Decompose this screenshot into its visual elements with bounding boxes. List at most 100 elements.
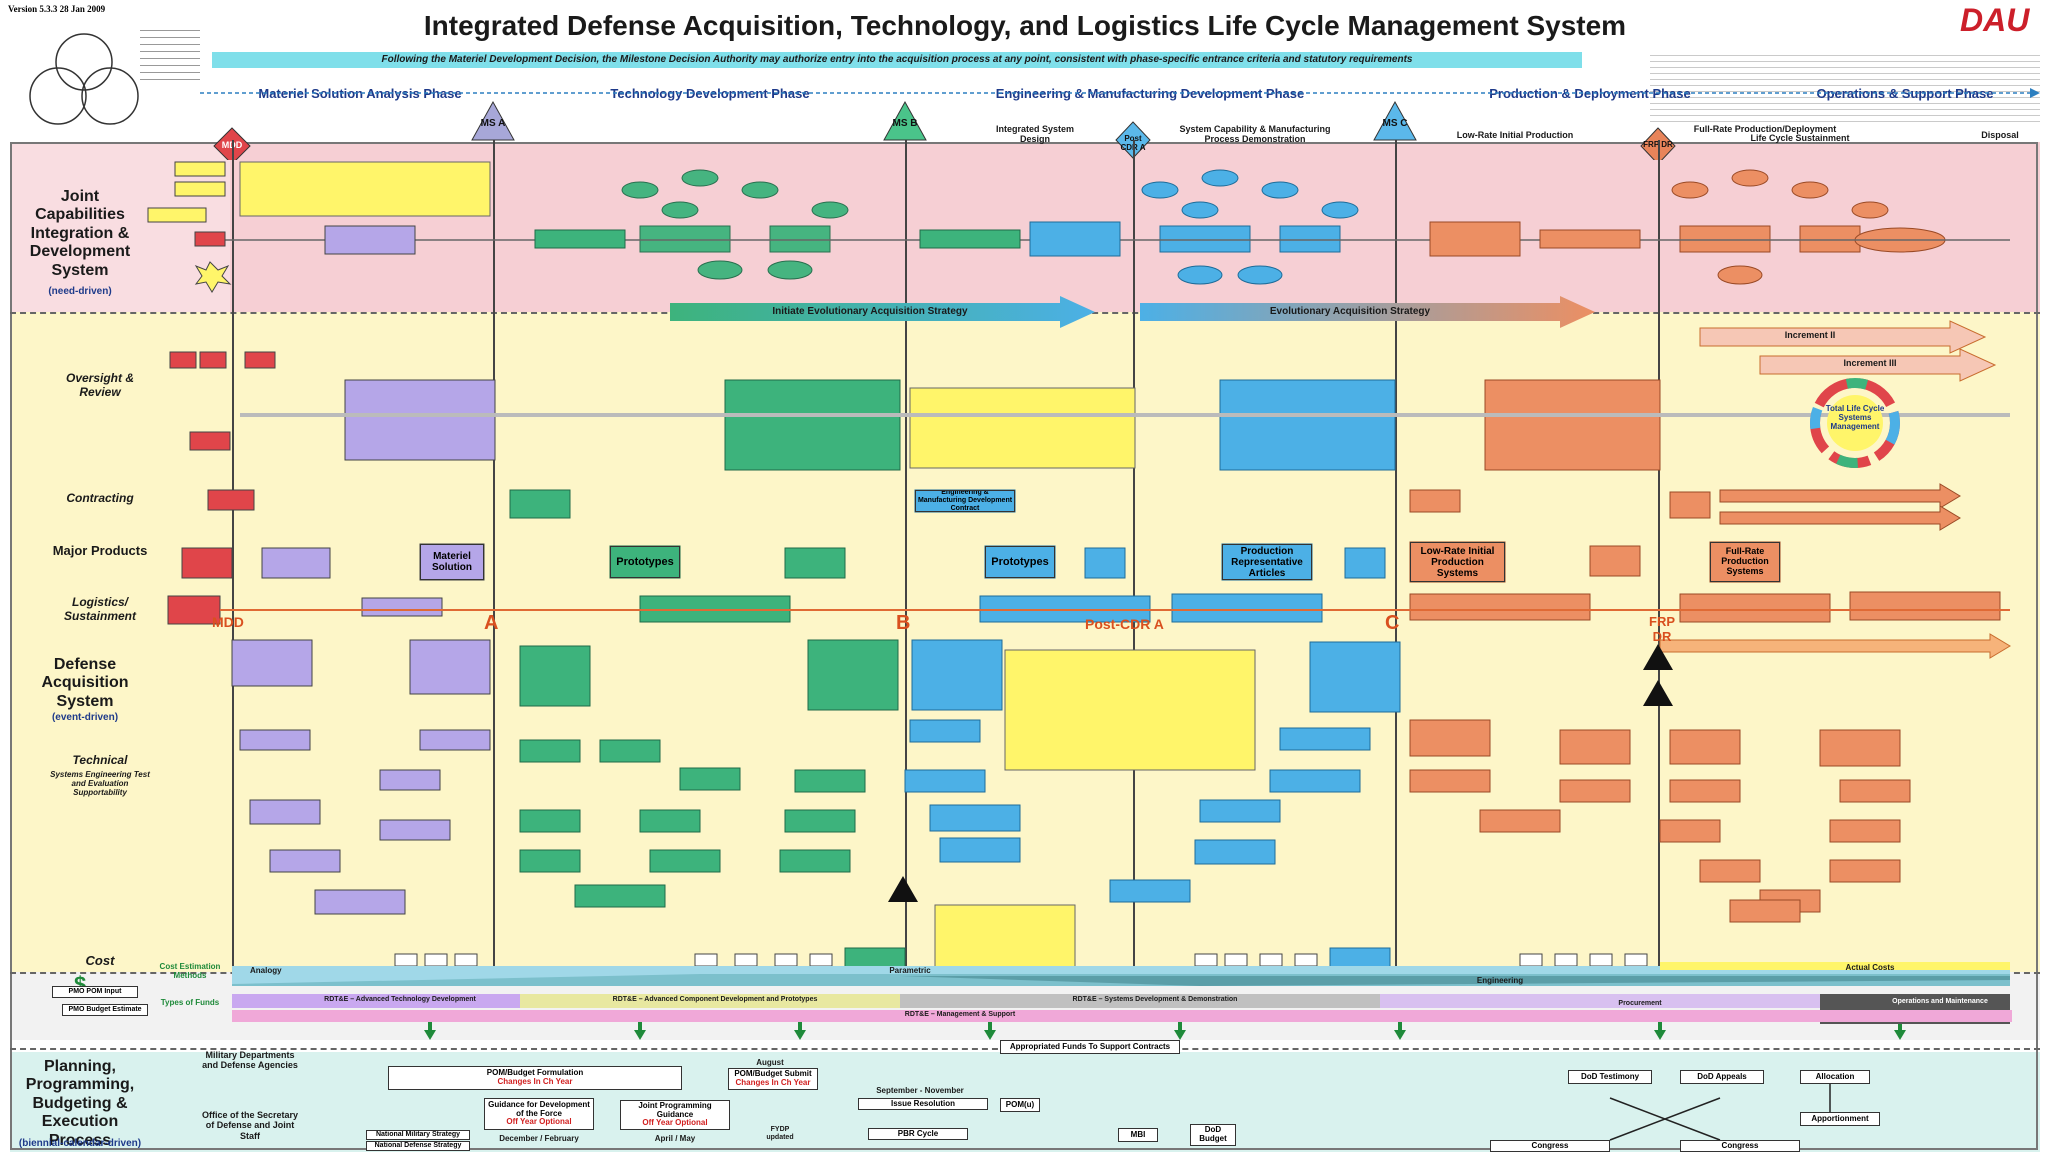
tech-purple-box <box>409 639 491 695</box>
jcids-node <box>661 201 699 219</box>
jcids-box <box>1429 221 1521 257</box>
venn-side-text <box>140 24 200 84</box>
guidance-text: Guidance for Development of the Force <box>488 1099 590 1118</box>
increment-ii-label: Increment II <box>1784 330 1836 340</box>
jcids-node <box>767 260 813 280</box>
pom-changes-text: Changes In Ch Year <box>497 1077 573 1086</box>
jpg-box: Joint Programming Guidance Off Year Opti… <box>620 1100 730 1130</box>
august-label: August <box>756 1058 784 1067</box>
tech-green-box <box>519 849 581 873</box>
venn-diagram <box>29 33 139 125</box>
osd-label: Office of the Secretary of Defense and J… <box>201 1110 299 1141</box>
oversight-red-box <box>189 431 231 451</box>
tech-blue-box <box>904 769 986 793</box>
nds-box: National Defense Strategy <box>366 1141 470 1151</box>
pom-submit-changes-text: Changes In Ch Year <box>735 1078 811 1087</box>
jcids-node <box>811 201 849 219</box>
procurement-band <box>1380 994 1900 1008</box>
sept-nov-label: September - November <box>876 1086 964 1095</box>
venn-circle-ppbe <box>55 33 113 91</box>
oversight-blue-block <box>1219 379 1396 471</box>
pom-submit-text: POM/Budget Submit <box>734 1069 812 1079</box>
contract-arrow <box>1719 505 1961 531</box>
tech-purple-box <box>249 799 321 825</box>
oversight-red-box <box>199 351 227 369</box>
entry-banner: Following the Materiel Development Decis… <box>212 52 1582 68</box>
jpg-off-year-text: Off Year Optional <box>642 1118 708 1128</box>
jcids-node <box>697 260 743 280</box>
apportionment-box: Apportionment <box>1800 1112 1880 1126</box>
jcids-box <box>534 229 626 249</box>
jcids-node <box>1141 181 1179 199</box>
tech-orange-box <box>1829 819 1901 843</box>
tech-green-box <box>779 849 851 873</box>
das-sub-label: (event-driven) <box>51 712 119 723</box>
product-red-box <box>181 547 233 579</box>
major-products-label: Major Products <box>52 543 148 558</box>
tech-blue-box <box>1279 727 1371 751</box>
allocation-box: Allocation <box>1800 1070 1870 1084</box>
tech-green-box <box>794 769 866 793</box>
om-label: Operations and Maintenance <box>1892 998 1988 1005</box>
jcids-yellow-box <box>239 161 491 217</box>
jcids-yellow-box <box>174 161 226 177</box>
fydp-label: FYDP updated <box>766 1126 794 1142</box>
tech-orange-box <box>1829 859 1901 883</box>
tech-orange-box <box>1699 859 1761 883</box>
jcids-box <box>1279 225 1341 253</box>
jcids-node <box>681 169 719 187</box>
appropriated-funds-box: Appropriated Funds To Support Contracts <box>1000 1040 1180 1054</box>
logistics-orange-box <box>1679 593 1831 623</box>
product-green-box <box>784 547 846 579</box>
engineering-band <box>900 976 2010 986</box>
ppbe-sub-label: (biennial-calendar-driven) <box>18 1138 142 1149</box>
tech-green-box <box>807 639 899 711</box>
tech-green-box <box>784 809 856 833</box>
oversight-green-block <box>724 379 901 471</box>
contract-box <box>207 489 255 511</box>
tech-orange-box <box>1819 729 1901 767</box>
divider-ms-b <box>905 140 907 970</box>
tech-yellow-block <box>934 904 1076 968</box>
tech-green-box <box>679 767 741 791</box>
jcids-box <box>769 225 831 253</box>
emd-contract-box: Engineering & Manufacturing Development … <box>915 490 1015 512</box>
technical-label: Technical <box>72 753 128 767</box>
tech-blue-box <box>1194 839 1276 865</box>
oversight-red-box <box>169 351 197 369</box>
sub-phase-disposal: Disposal <box>1981 130 2019 140</box>
tech-orange-box <box>1839 779 1911 803</box>
phase-emd: Engineering & Manufacturing Development … <box>995 85 1305 101</box>
life-cycle-wheel-label: Total Life Cycle Systems Management <box>1825 404 1885 432</box>
jcids-node <box>1791 181 1829 199</box>
ppbe-up-arrows <box>424 1020 1906 1040</box>
pomu-box: POM(u) <box>1000 1098 1040 1112</box>
page-title: Integrated Defense Acquisition, Technolo… <box>423 10 1627 41</box>
mil-depts-label: Military Departments and Defense Agencie… <box>202 1050 298 1071</box>
sub-phase-integrated-design: Integrated System Design <box>995 124 1075 145</box>
phase-msa: Materiel Solution Analysis Phase <box>258 85 462 101</box>
tech-orange-box <box>1669 729 1741 765</box>
phase-arrowhead <box>2030 88 2040 98</box>
cost-method-bands <box>232 962 2012 1024</box>
increment-iii-label: Increment III <box>1843 358 1897 368</box>
jcids-box <box>1799 225 1861 253</box>
tech-orange-box <box>1659 819 1721 843</box>
life-cycle-wheel <box>1810 378 1900 468</box>
tech-blue-box <box>911 639 1003 711</box>
das-label: Defense Acquisition System <box>41 656 129 710</box>
tech-green-box <box>519 739 581 763</box>
prototypes-td-box: Prototypes <box>610 546 680 578</box>
rdte-tech-label: RDT&E – Advanced Technology Development <box>324 996 476 1003</box>
jcids-node <box>1671 181 1709 199</box>
outer-frame <box>10 142 2038 1150</box>
contracting-label: Contracting <box>66 491 134 505</box>
post-cdr-label: Post CDR A <box>1120 134 1146 152</box>
jcids-node <box>741 181 779 199</box>
technical-sub-label: Systems Engineering Test and Evaluation … <box>50 770 150 798</box>
jcids-sub-label: (need-driven) <box>48 286 112 297</box>
pra-box: Production Representative Articles <box>1222 544 1312 580</box>
oversight-red-box <box>244 351 276 369</box>
increment-iii-arrow <box>1759 348 1997 382</box>
jcids-star <box>194 261 232 293</box>
